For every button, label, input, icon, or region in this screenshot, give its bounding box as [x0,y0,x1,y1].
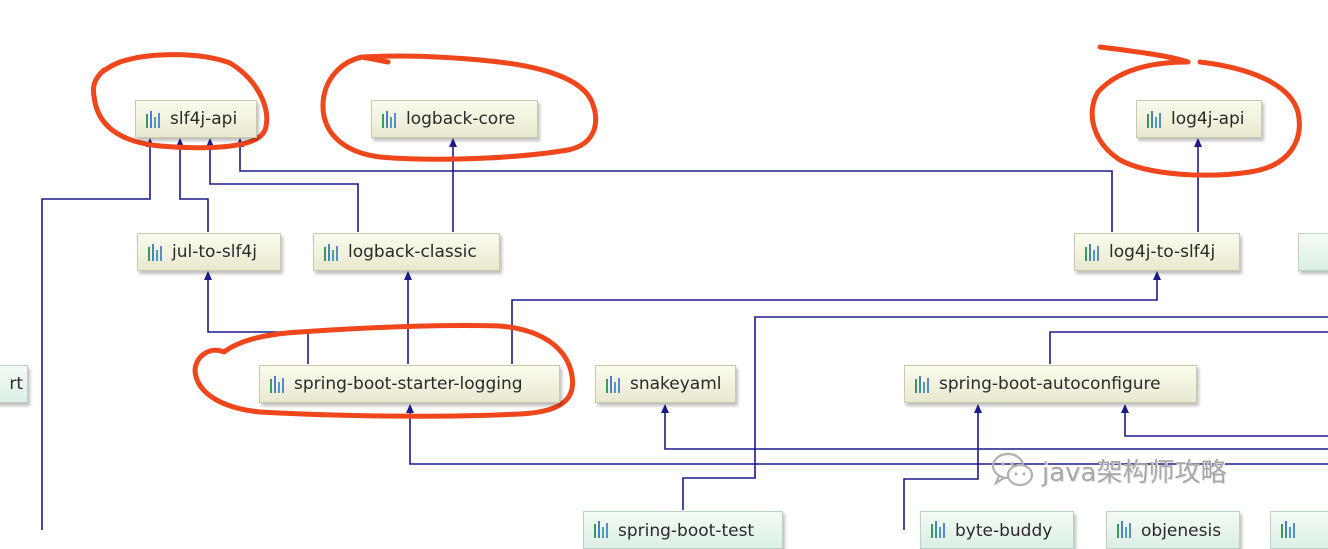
node-spring-boot-starter-logging[interactable]: spring-boot-starter-logging [259,365,560,403]
node-label: log4j-to-slf4j [1109,242,1216,262]
node-label: objenesis [1141,521,1222,541]
node-label: logback-core [406,109,516,129]
node-label: slf4j-api [170,109,238,129]
edge-autoconfigure-right [1049,331,1328,364]
library-icon [606,375,624,393]
edge-logback-classic-to-slf4j-api [209,140,359,232]
node-label: logback-classic [348,242,477,262]
arrowhead [661,404,669,413]
node-partial-objenesis[interactable]: objenesis [1106,511,1240,549]
node-spring-boot-autoconfigure[interactable]: spring-boot-autoconfigure [904,365,1197,403]
highlight-annotations [90,44,1302,419]
arrowhead [974,404,982,413]
arrowhead [204,271,212,280]
arrowhead [449,138,457,147]
highlight-loop-logback-core [320,53,599,162]
node-label: log4j-api [1171,109,1245,129]
edge-left-to-slf4j-api [41,140,151,530]
node-partial-left[interactable]: rt [0,365,28,403]
node-partial-spring-boot-test[interactable]: spring-boot-test [583,511,783,549]
library-icon [1147,110,1165,128]
highlight-loop-slf4j-api [90,52,270,151]
watermark: java架构师攻略 [990,447,1226,493]
library-icon [270,375,288,393]
node-label: snakeyaml [630,374,722,394]
edge-log4j-to-slf4j-to-slf4j-api [239,140,1113,232]
edge-jul-to-slf4j-to-slf4j-api [179,140,209,232]
library-icon [382,110,400,128]
node-label: spring-boot-starter-logging [294,374,523,394]
arrowhead [406,404,414,413]
node-label: byte-buddy [955,521,1053,541]
node-label: jul-to-slf4j [172,242,257,262]
highlight-loop-log4j-api [1089,44,1302,178]
arrowhead [1153,271,1161,280]
library-icon [148,243,166,261]
edge-starter-logging-to-jul-to-slf4j [207,273,309,364]
highlight-loop-starter-logging [192,322,576,419]
library-icon [915,375,933,393]
edge-bottom-to-autoconfigure [1124,406,1328,437]
arrowhead [1121,404,1129,413]
node-label: spring-boot-test [618,521,755,541]
dependency-edges [41,140,1328,530]
edge-starter-logging-to-log4j-to-slf4j [511,273,1158,364]
node-label: spring-boot-autoconfigure [939,374,1161,394]
library-icon [146,110,164,128]
library-icon [324,243,342,261]
edge-bottom-to-snakeyaml [664,406,1328,450]
node-jul-to-slf4j[interactable]: jul-to-slf4j [137,233,281,271]
watermark-text: java架构师攻略 [1042,457,1227,488]
node-partial-byte-buddy[interactable]: byte-buddy [920,511,1074,549]
arrowhead [404,271,412,280]
node-logback-core[interactable]: logback-core [371,100,538,138]
library-icon [1085,243,1103,261]
arrowhead [1194,138,1202,147]
node-log4j-api[interactable]: log4j-api [1136,100,1262,138]
node-partial-far-right[interactable] [1270,511,1328,549]
node-label: rt [9,374,23,394]
wechat-icon [991,452,1034,487]
arrowhead [206,138,214,147]
node-partial-right-edge[interactable] [1298,233,1328,271]
edge-bottom-right-to-autoconfigure [903,406,979,530]
dependency-edges-canvas [41,44,1328,530]
node-log4j-to-slf4j[interactable]: log4j-to-slf4j [1074,233,1240,271]
node-logback-classic[interactable]: logback-classic [313,233,500,271]
node-slf4j-api[interactable]: slf4j-api [135,100,257,138]
node-snakeyaml[interactable]: snakeyaml [595,365,736,403]
edge-spring-boot-test-right [682,316,1328,510]
